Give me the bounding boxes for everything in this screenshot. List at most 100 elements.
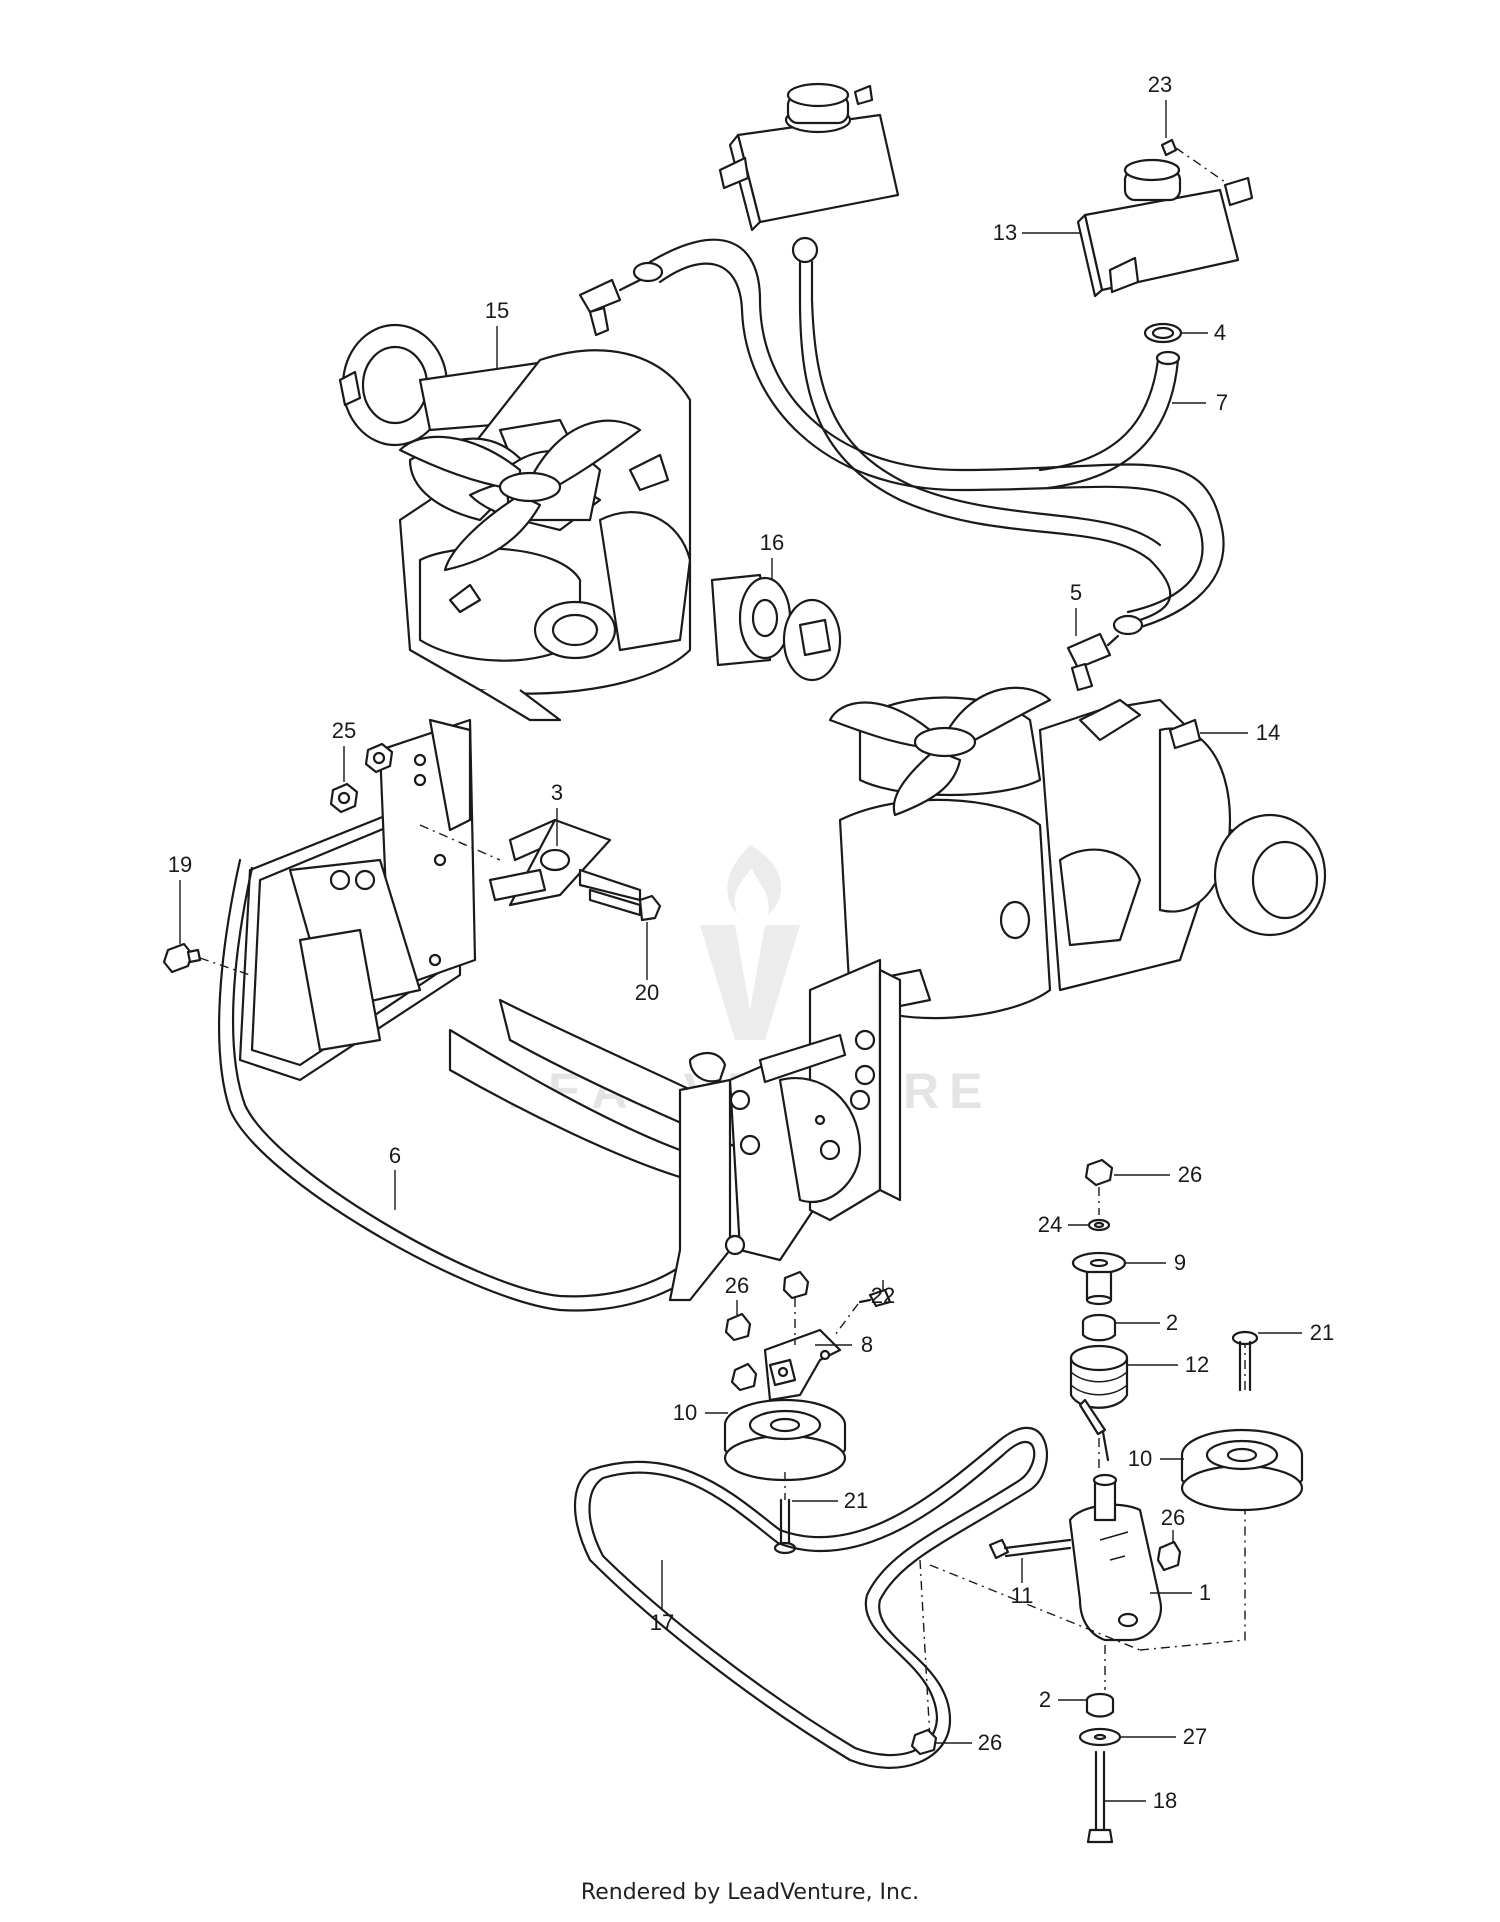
callout-18: 18 (1105, 1788, 1177, 1813)
bolt-19 (162, 942, 251, 976)
fan-left (398, 419, 642, 572)
bushing-2-upper (1081, 1313, 1117, 1342)
pivot-dashes (919, 1340, 1246, 1741)
fan-right (828, 686, 1052, 817)
callout-14: 14 (1200, 720, 1280, 745)
nut-26-bracket (724, 1270, 810, 1392)
svg-text:8: 8 (861, 1332, 873, 1357)
callout-2-upper: 2 (1116, 1310, 1178, 1335)
callout-9: 9 (1126, 1250, 1186, 1275)
callout-26-bracket: 26 (725, 1273, 749, 1315)
belt-17 (574, 1426, 1048, 1769)
svg-text:21: 21 (844, 1488, 868, 1513)
nut-26-arm (1156, 1540, 1182, 1572)
svg-text:24: 24 (1038, 1212, 1062, 1237)
bolt-21-lower (773, 1472, 797, 1555)
callout-19: 19 (168, 852, 192, 944)
nut-26-lower (910, 1728, 938, 1756)
callout-7: 7 (1172, 390, 1228, 415)
fitting-upper-left (578, 261, 664, 337)
bolt-11 (988, 1538, 1072, 1560)
bolt-22 (834, 1288, 892, 1336)
callout-8: 8 (815, 1332, 873, 1357)
bolt-18 (1086, 1750, 1114, 1844)
callout-17: 17 (650, 1560, 674, 1635)
svg-text:6: 6 (389, 1143, 401, 1168)
svg-text:23: 23 (1148, 72, 1172, 97)
svg-text:4: 4 (1214, 320, 1226, 345)
svg-text:14: 14 (1256, 720, 1280, 745)
svg-text:26: 26 (1161, 1505, 1185, 1530)
hose-clamp-4 (1143, 322, 1183, 344)
svg-text:5: 5 (1070, 580, 1082, 605)
callout-25: 25 (332, 718, 356, 782)
callout-21-upper: 21 (1258, 1320, 1334, 1345)
callout-5: 5 (1070, 580, 1082, 636)
callout-15: 15 (485, 298, 509, 368)
bushing-9 (1071, 1251, 1127, 1306)
callout-26-lower: 26 (936, 1730, 1002, 1755)
fitting-5 (1066, 614, 1144, 692)
svg-text:26: 26 (1178, 1162, 1202, 1187)
hose-7 (1038, 350, 1181, 490)
callout-13: 13 (993, 220, 1080, 245)
washer-27 (1078, 1727, 1122, 1747)
callout-27: 27 (1121, 1724, 1207, 1749)
svg-text:20: 20 (635, 980, 659, 1005)
reservoir-tank-upper (718, 82, 900, 302)
callout-23: 23 (1148, 72, 1172, 138)
callout-2-lower: 2 (1039, 1687, 1086, 1712)
callout-10-right: 10 (1128, 1446, 1184, 1471)
hose-upper-loop (648, 238, 1225, 632)
svg-text:12: 12 (1185, 1352, 1209, 1377)
svg-text:3: 3 (551, 780, 563, 805)
bolt-21-upper (1231, 1330, 1259, 1392)
pulley-10-left (723, 1398, 847, 1482)
callout-4: 4 (1182, 320, 1226, 345)
svg-text:1: 1 (1199, 1580, 1211, 1605)
callout-labels: 23 13 4 7 15 16 5 14 (168, 72, 1334, 1813)
washer-24 (1087, 1218, 1111, 1232)
spring-12 (1069, 1344, 1129, 1462)
svg-text:27: 27 (1183, 1724, 1207, 1749)
callout-3: 3 (551, 780, 563, 846)
transaxle-14 (838, 696, 1327, 1020)
svg-text:26: 26 (725, 1273, 749, 1298)
watermark-logo-icon (700, 845, 800, 1040)
svg-text:9: 9 (1174, 1250, 1186, 1275)
svg-text:10: 10 (673, 1400, 697, 1425)
filter-16 (710, 573, 842, 682)
callout-10-left: 10 (673, 1400, 728, 1425)
callout-24: 24 (1038, 1212, 1088, 1237)
callout-26-arm: 26 (1161, 1505, 1185, 1542)
callout-16: 16 (760, 530, 784, 580)
bolt-20 (588, 888, 662, 922)
link-3 (419, 818, 642, 907)
svg-text:21: 21 (1310, 1320, 1334, 1345)
svg-text:2: 2 (1166, 1310, 1178, 1335)
svg-text:11: 11 (1011, 1583, 1034, 1608)
svg-text:15: 15 (485, 298, 509, 323)
svg-text:10: 10 (1128, 1446, 1152, 1471)
callout-20: 20 (635, 922, 659, 1005)
nut-25 (329, 742, 394, 814)
screw-23 (1160, 138, 1226, 183)
callout-12: 12 (1128, 1352, 1209, 1377)
svg-text:26: 26 (978, 1730, 1002, 1755)
callout-26-top: 26 (1114, 1162, 1202, 1187)
svg-text:25: 25 (332, 718, 356, 743)
svg-text:18: 18 (1153, 1788, 1177, 1813)
pulley-10-right (1180, 1428, 1304, 1512)
nut-26-top (1084, 1158, 1114, 1215)
svg-text:13: 13 (993, 220, 1017, 245)
frame-6 (218, 718, 902, 1312)
callout-1: 1 (1150, 1580, 1211, 1605)
callout-6: 6 (389, 1143, 401, 1210)
svg-text:7: 7 (1216, 390, 1228, 415)
svg-text:19: 19 (168, 852, 192, 877)
idler-arm-1 (1068, 1473, 1163, 1642)
svg-text:2: 2 (1039, 1687, 1051, 1712)
svg-text:17: 17 (650, 1610, 674, 1635)
reservoir-tank-13 (1076, 158, 1254, 298)
